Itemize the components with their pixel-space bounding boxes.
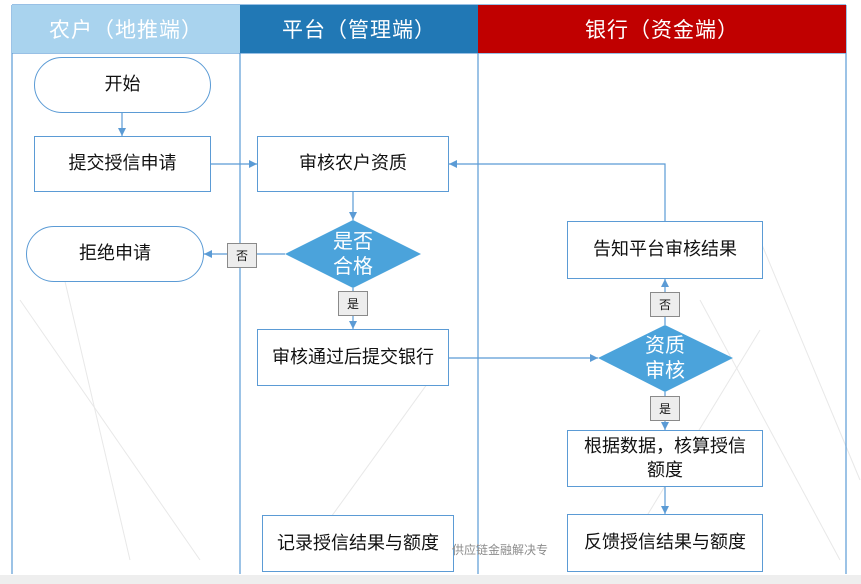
bottom-bar — [0, 575, 861, 584]
qualified-decision-label[interactable]: 是否合格 — [333, 229, 373, 278]
calculate-credit-node[interactable]: 根据数据，核算授信额度 — [567, 430, 763, 487]
qualified-decision-shape — [285, 220, 421, 288]
lane-header-bank: 银行（资金端） — [478, 5, 846, 53]
qualified-no-label: 否 — [227, 243, 257, 268]
edge-notify-review — [449, 160, 666, 221]
start-node[interactable]: 开始 — [34, 57, 211, 113]
credit-no-label: 否 — [650, 292, 680, 317]
background-decoration — [19, 239, 861, 561]
review-farmer-node[interactable]: 审核农户资质 — [257, 136, 449, 192]
reject-application-node[interactable]: 拒绝申请 — [26, 226, 204, 282]
notify-platform-node[interactable]: 告知平台审核结果 — [567, 221, 763, 279]
lane-header-farmer: 农户（地推端） — [12, 5, 240, 53]
credit-decision-label[interactable]: 资质审核 — [645, 333, 685, 382]
submit-application-node[interactable]: 提交授信申请 — [34, 136, 211, 192]
credit-decision-shape — [598, 325, 733, 392]
forward-to-bank-node[interactable]: 审核通过后提交银行 — [257, 329, 449, 386]
lane-header-platform: 平台（管理端） — [240, 5, 478, 53]
qualified-yes-label: 是 — [338, 291, 368, 316]
credit-yes-label: 是 — [650, 396, 680, 421]
feedback-result-node[interactable]: 反馈授信结果与额度 — [567, 514, 763, 572]
record-result-node[interactable]: 记录授信结果与额度 — [262, 515, 454, 572]
watermark-text: 供应链金融解决专 — [452, 543, 549, 557]
